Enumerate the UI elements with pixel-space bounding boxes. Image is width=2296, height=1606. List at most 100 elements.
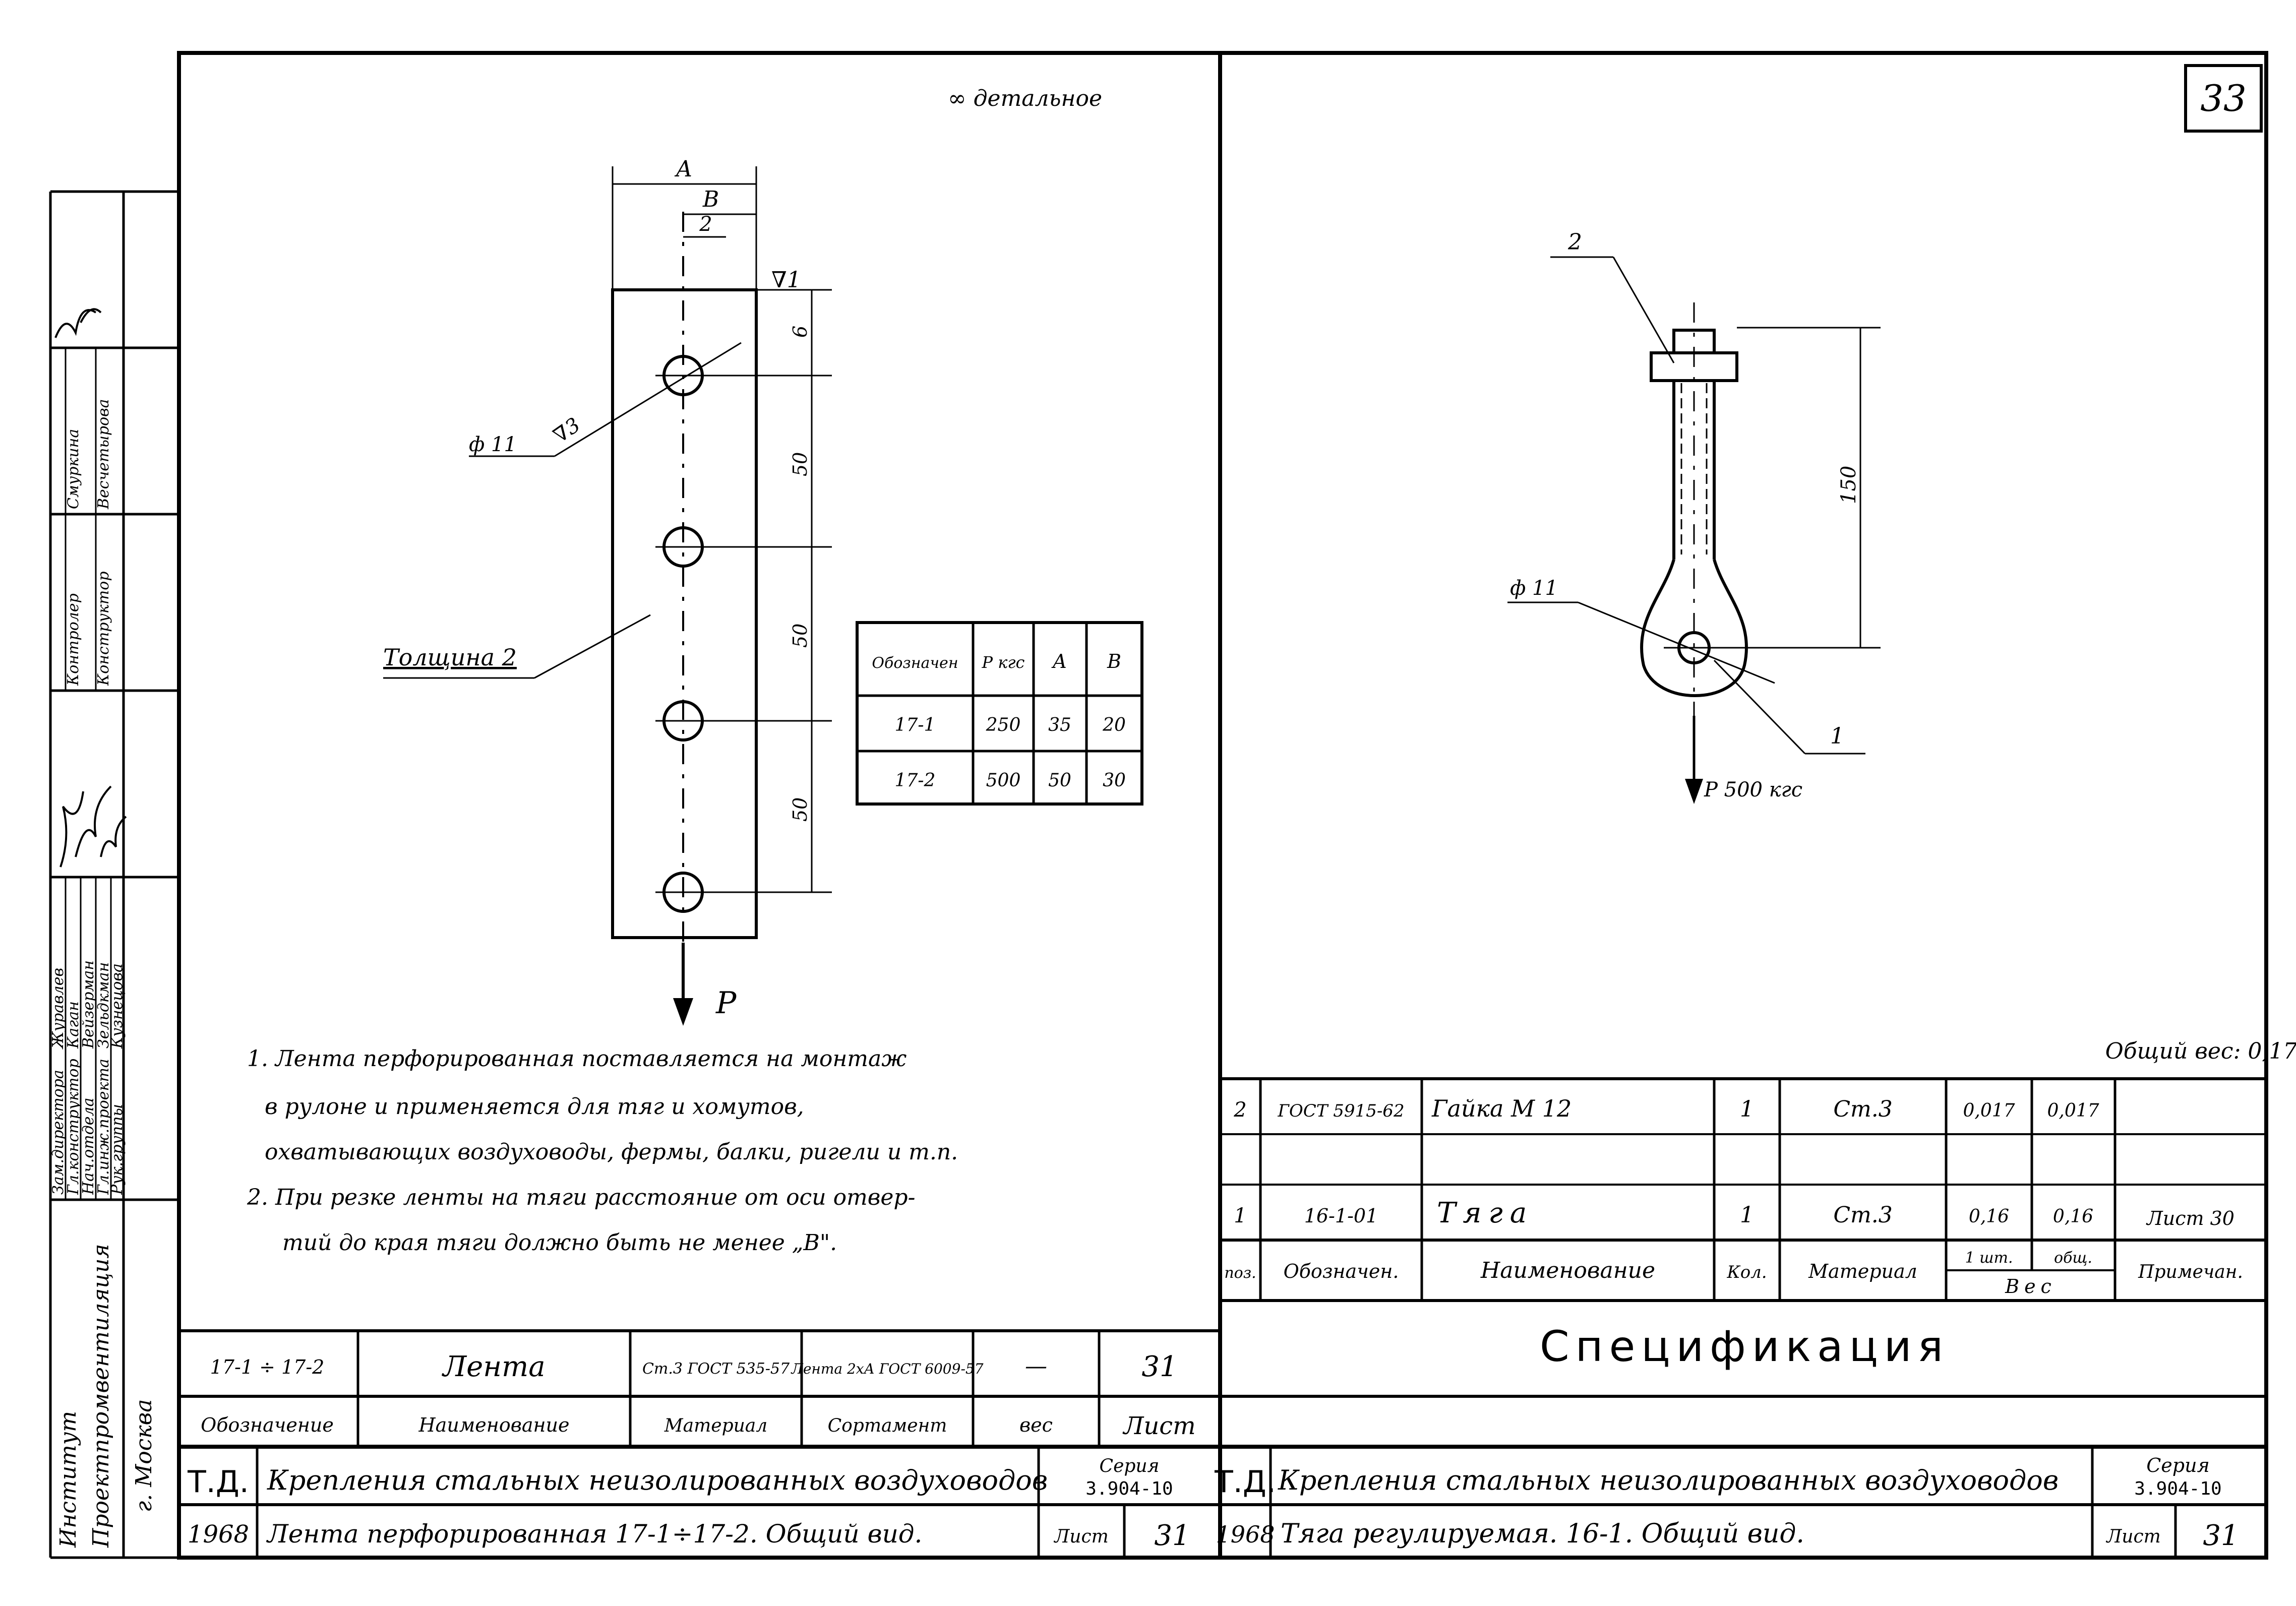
item-h-assortment: Сортамент <box>828 1415 947 1436</box>
dim-50-1: 50 <box>789 452 811 476</box>
stamp-role2-2: Конструктор <box>95 571 112 686</box>
param-r2c1: 17-2 <box>895 770 936 791</box>
roughness-edge: ∇1 <box>771 267 801 293</box>
signature-2 <box>100 816 127 857</box>
dim-B: B <box>702 187 719 212</box>
spec-r2-w2: 0,16 <box>2053 1206 2093 1227</box>
note-1: 1. Лента перфорированная поставляется на… <box>247 1046 907 1072</box>
param-r2c3: 50 <box>1048 770 1071 791</box>
total-weight: Общий вес: 0,177 <box>2105 1038 2296 1064</box>
spec-h-designation: Обозначен. <box>1284 1260 1399 1282</box>
param-r1c1: 17-1 <box>895 715 936 735</box>
left-subtitle: Лента перфорированная 17-1÷17-2. Общий в… <box>266 1519 922 1549</box>
param-r2c4: 30 <box>1103 770 1126 791</box>
left-title: Крепления стальных неизолированных возду… <box>267 1464 1048 1496</box>
dim-A: A <box>674 156 692 182</box>
callout-force: P 500 кгс <box>1704 778 1802 801</box>
stamp-role-5: Рук.группы <box>108 1104 126 1195</box>
spec-r2-qty: 1 <box>1740 1202 1754 1228</box>
param-r2c2: 500 <box>986 770 1021 791</box>
param-h1: Обозначен <box>872 654 958 672</box>
left-sheet: 31 <box>1154 1519 1190 1552</box>
signature-1 <box>59 785 112 868</box>
spec-r1-name: Гайка М 12 <box>1431 1095 1572 1122</box>
spec-table: 2 ГОСТ 5915-62 Гайка М 12 1 Ст.3 0,017 0… <box>1220 1077 2266 1449</box>
item-name: Лента <box>441 1350 545 1383</box>
left-series: 3.904-10 <box>1085 1478 1173 1499</box>
dim-50-3: 50 <box>789 797 811 822</box>
institute-2: Проектпромвентиляция <box>88 1244 114 1548</box>
institute-1: Институт <box>55 1411 81 1548</box>
param-h2: P кгс <box>982 653 1025 672</box>
item-material: Ст.3 ГОСТ 535-57 <box>642 1360 790 1378</box>
param-r1c3: 35 <box>1048 715 1071 735</box>
item-h-designation: Обозначение <box>201 1414 334 1436</box>
left-item-table: 17-1 ÷ 17-2 Лента Ст.3 ГОСТ 535-57 Лента… <box>179 1329 1220 1449</box>
note-top: ∞ детальное <box>948 86 1102 111</box>
callout-nut: 2 <box>1567 229 1582 255</box>
right-title-block: Т.Д. Крепления стальных неизолированных … <box>1214 1447 2266 1558</box>
stamp-name-3: Вейзерман <box>80 960 97 1049</box>
spec-r2-material: Ст.3 <box>1833 1202 1892 1228</box>
item-h-name: Наименование <box>418 1414 570 1436</box>
callout-hole: ф 11 <box>1510 577 1558 600</box>
item-h-sheet: Лист <box>1122 1412 1195 1440</box>
stamp-name-1: Журавлев <box>49 968 67 1049</box>
strip-body <box>611 288 758 939</box>
spec-h-weight: Вес <box>2005 1275 2057 1298</box>
item-designation: 17-1 ÷ 17-2 <box>210 1356 325 1378</box>
page-number-box <box>2184 64 2263 133</box>
spec-h-name: Наименование <box>1480 1258 1655 1283</box>
right-series: 3.904-10 <box>2134 1478 2221 1499</box>
param-r1c4: 20 <box>1102 715 1126 735</box>
item-h-weight: вес <box>1019 1414 1053 1436</box>
note-4: 2. При резке ленты на тяги расстояние от… <box>247 1185 915 1210</box>
dim-6: 6 <box>789 326 811 338</box>
spec-r2-name: Тяга <box>1437 1197 1534 1229</box>
spec-r1-material: Ст.3 <box>1833 1096 1892 1122</box>
note-2: в рулоне и применяется для тяг и хомутов… <box>265 1094 804 1120</box>
note-3: охватывающих воздуховоды, фермы, балки, … <box>265 1139 958 1165</box>
stamp-name-4: Зельдкман <box>95 962 112 1048</box>
param-table: Обозначен P кгс А В 17-1 250 35 20 17-2 … <box>856 621 1143 806</box>
dim-2: 2 <box>699 213 712 236</box>
spec-r2-note: Лист 30 <box>2146 1207 2234 1229</box>
dim-50-2: 50 <box>789 624 811 648</box>
param-r1c2: 250 <box>986 715 1021 735</box>
stamp-role-3: Нач.отдела <box>80 1097 97 1195</box>
left-sheet-label: Лист <box>1053 1526 1109 1547</box>
spec-r1-qty: 1 <box>1740 1096 1754 1122</box>
right-series-label: Серия <box>2146 1454 2210 1476</box>
spec-h-note: Примечан. <box>2138 1262 2243 1282</box>
page-number: 33 <box>2200 77 2247 119</box>
stamp-name-5: Кузнецова <box>108 963 126 1049</box>
left-year: 1968 <box>188 1520 249 1549</box>
right-title: Крепления стальных неизолированных возду… <box>1278 1464 2059 1496</box>
param-h3: А <box>1051 650 1067 672</box>
stamp-role-4: Гл.инж.проекта <box>95 1059 112 1195</box>
thickness-label: Толщина 2 <box>383 644 517 671</box>
item-assortment: Лента 2хА ГОСТ 6009-57 <box>790 1361 983 1377</box>
rod-eye <box>1640 559 1748 697</box>
institute-3: г. Москва <box>131 1399 157 1512</box>
item-sheet: 31 <box>1141 1350 1177 1383</box>
stamp-role-1: Зам.директора <box>49 1070 67 1195</box>
item-weight: — <box>1025 1353 1047 1379</box>
stamp-name2-2: Весчетырова <box>95 399 112 510</box>
spec-h-material: Материал <box>1808 1260 1917 1282</box>
spec-r2-designation: 16-1-01 <box>1304 1205 1378 1227</box>
roughness-hole: ∇3 <box>549 413 584 448</box>
dim-diameter: ф 11 <box>469 433 517 456</box>
spec-r2-w1: 0,16 <box>1969 1206 2009 1227</box>
note-5: тий до края тяги должно быть не менее „В… <box>282 1230 837 1256</box>
signature-3 <box>54 308 102 338</box>
right-sheet: 31 <box>2203 1519 2239 1552</box>
left-code: Т.Д. <box>187 1464 249 1500</box>
spec-h-w2: общ. <box>2054 1249 2092 1267</box>
left-series-label: Серия <box>1100 1456 1160 1476</box>
stamp-role2-1: Контролер <box>65 593 82 686</box>
stamp-role-2: Гл.конструктор <box>65 1059 82 1195</box>
item-h-material: Материал <box>664 1415 767 1436</box>
right-code: Т.Д. <box>1214 1464 1276 1500</box>
spec-h-qty: Кол. <box>1726 1262 1767 1282</box>
